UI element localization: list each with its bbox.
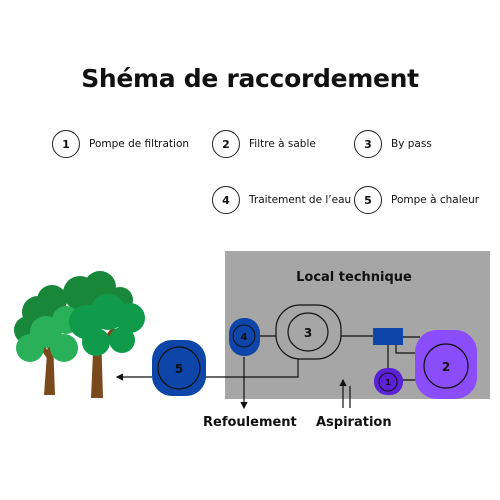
trees-illustration [14, 271, 145, 398]
node-1-label: 1 [385, 378, 391, 387]
legend-item-pompe-chaleur: 5 Pompe à chaleur [354, 186, 479, 214]
legend-label: Traitement de l’eau [249, 194, 352, 206]
legend-label: Pompe de filtration [89, 138, 190, 150]
pipe-3-to-5 [205, 359, 299, 378]
legend-number: 4 [212, 186, 240, 214]
node-traitement-eau: 4 [229, 318, 260, 356]
node-pompe-chaleur: 5 [152, 340, 206, 396]
node-filtre-sable: 2 [415, 330, 477, 399]
legend-label: Filtre à sable [249, 138, 316, 150]
legend-item-filtre-sable: 2 Filtre à sable [212, 130, 316, 158]
tree-foliage-back [14, 271, 133, 344]
aspiration-label: Aspiration [316, 415, 392, 430]
legend-item-by-pass: 3 By pass [354, 130, 432, 158]
node-4-label: 4 [241, 332, 248, 343]
pipe-valve-to-filter [395, 345, 420, 354]
local-technique-room [225, 251, 490, 399]
node-3-label: 3 [304, 326, 312, 340]
valve [373, 328, 403, 345]
node-2-label: 2 [442, 360, 450, 374]
refoulement-label: Refoulement [203, 415, 297, 430]
node-by-pass: 3 [275, 304, 342, 360]
legend-label: By pass [391, 138, 432, 150]
legend-item-traitement-eau: 4 Traitement de l’eau [212, 186, 351, 214]
legend-number: 2 [212, 130, 240, 158]
node-5-label: 5 [175, 362, 183, 376]
page-title: Shéma de raccordement [81, 64, 419, 93]
legend-number: 1 [52, 130, 80, 158]
legend-number: 3 [354, 130, 382, 158]
node-pompe-filtration: 1 [374, 368, 403, 395]
local-technique-label: Local technique [296, 270, 412, 285]
pipes [205, 335, 420, 381]
tree-foliage-front [16, 294, 145, 362]
legend-number: 5 [354, 186, 382, 214]
legend-item-pompe-filtration: 1 Pompe de filtration [52, 130, 189, 158]
legend-label: Pompe à chaleur [391, 194, 480, 206]
